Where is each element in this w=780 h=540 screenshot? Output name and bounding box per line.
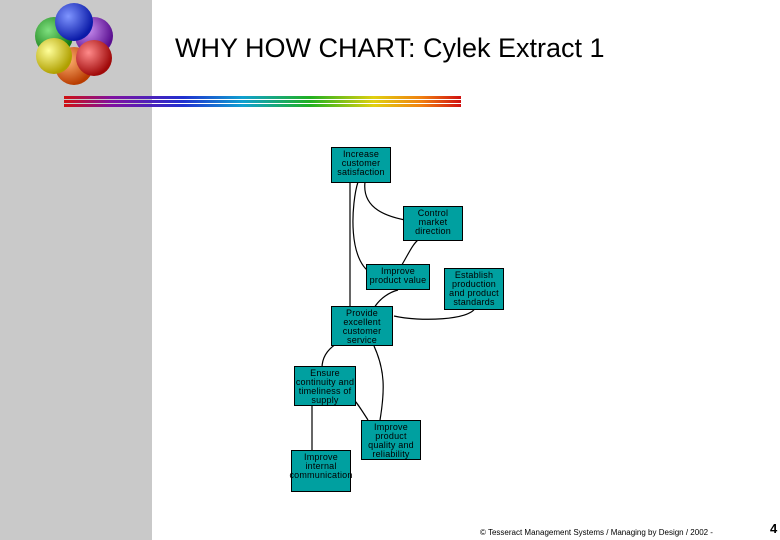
box-improve-internal-communication[interactable]: Improve internal communication	[289, 450, 352, 492]
page-title: WHY HOW CHART: Cylek Extract 1	[175, 33, 605, 63]
box-provide-excellent-service[interactable]: Provide excellent customer service	[331, 306, 393, 346]
connector-quality-to-service	[373, 345, 384, 421]
page-number: 4	[770, 521, 778, 536]
box-improve-quality-reliability[interactable]: Improve product quality and reliability	[361, 420, 421, 460]
connector-ensure-to-service	[321, 343, 337, 369]
sidebar-panel	[0, 0, 152, 540]
logo-spheres-icon	[35, 3, 113, 85]
box-increase-customer-satisfaction[interactable]: Increase customer satisfaction	[331, 147, 391, 183]
rainbow-divider	[64, 96, 461, 107]
box-establish-production-standards[interactable]: Establish production and product standar…	[444, 268, 504, 310]
box-control-market-direction[interactable]: Control market direction	[403, 206, 463, 241]
box-ensure-continuity-supply[interactable]: Ensure continuity and timeliness of supp…	[294, 366, 356, 406]
connector-value-to-increase	[352, 181, 379, 277]
box-improve-product-value[interactable]: Improve product value	[366, 264, 430, 290]
footer-copyright: © Tesseract Management Systems / Managin…	[480, 528, 713, 537]
